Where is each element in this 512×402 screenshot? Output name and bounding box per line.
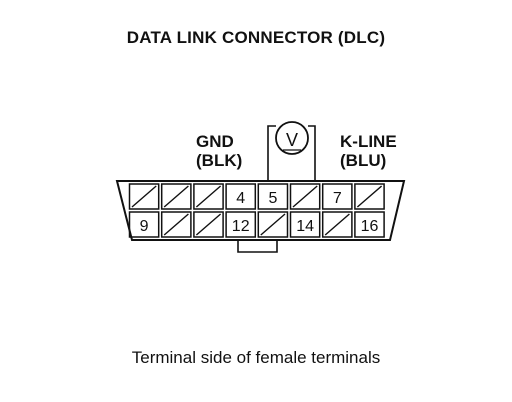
pin-number: 12 — [232, 218, 250, 235]
unused-cavity-mark — [195, 185, 222, 208]
gnd-color-label: (BLK) — [196, 151, 242, 170]
diagram-caption: Terminal side of female terminals — [131, 348, 381, 367]
cavity-bottom-1 — [128, 211, 160, 238]
unused-cavity-mark — [324, 213, 350, 236]
pin-number: 14 — [296, 218, 314, 235]
gnd-label: GND — [196, 132, 234, 151]
cavity-top-8 — [354, 183, 385, 210]
unused-cavity-mark — [195, 213, 222, 236]
cavity-bottom-8 — [354, 211, 385, 238]
pin-number: 16 — [361, 218, 379, 235]
cavity-bottom-5 — [257, 211, 289, 238]
voltmeter-symbol: V — [286, 130, 298, 150]
cavity-bottom-2 — [160, 211, 192, 238]
voltmeter-icon: V — [275, 121, 309, 155]
unused-cavity-mark — [131, 185, 157, 208]
unused-cavity-mark — [356, 185, 383, 208]
cavity-top-3 — [193, 183, 224, 210]
cavity-top-6 — [289, 183, 321, 210]
cavity-bottom-7 — [321, 211, 353, 238]
kline-label: K-LINE — [340, 132, 397, 151]
cavity-top-5 — [257, 183, 289, 210]
connector-latch — [237, 240, 278, 253]
kline-wire — [308, 125, 316, 181]
meter-wiring — [267, 125, 316, 181]
unused-cavity-mark — [163, 185, 189, 208]
kline-color-label: (BLU) — [340, 151, 386, 170]
cavity-top-2 — [160, 183, 192, 210]
pin-number: 9 — [140, 218, 149, 235]
connector-outline — [115, 180, 406, 241]
unused-cavity-mark — [292, 185, 318, 208]
pin-number: 7 — [333, 190, 342, 207]
pin-number: 5 — [268, 190, 277, 207]
cavity-top-4 — [225, 183, 257, 210]
cavity-bottom-6 — [289, 211, 321, 238]
cavity-bottom-3 — [193, 211, 224, 238]
unused-cavity-mark — [260, 213, 286, 236]
cavity-top-1 — [128, 183, 160, 210]
pin-number: 4 — [236, 190, 245, 207]
unused-cavity-mark — [163, 213, 189, 236]
diagram-title: DATA LINK CONNECTOR (DLC) — [126, 28, 386, 47]
cavity-top-7 — [321, 183, 353, 210]
gnd-wire — [267, 125, 276, 181]
connector-cavities: 4 5 7 9 12 14 16 — [128, 183, 385, 238]
cavity-bottom-4 — [225, 211, 257, 238]
